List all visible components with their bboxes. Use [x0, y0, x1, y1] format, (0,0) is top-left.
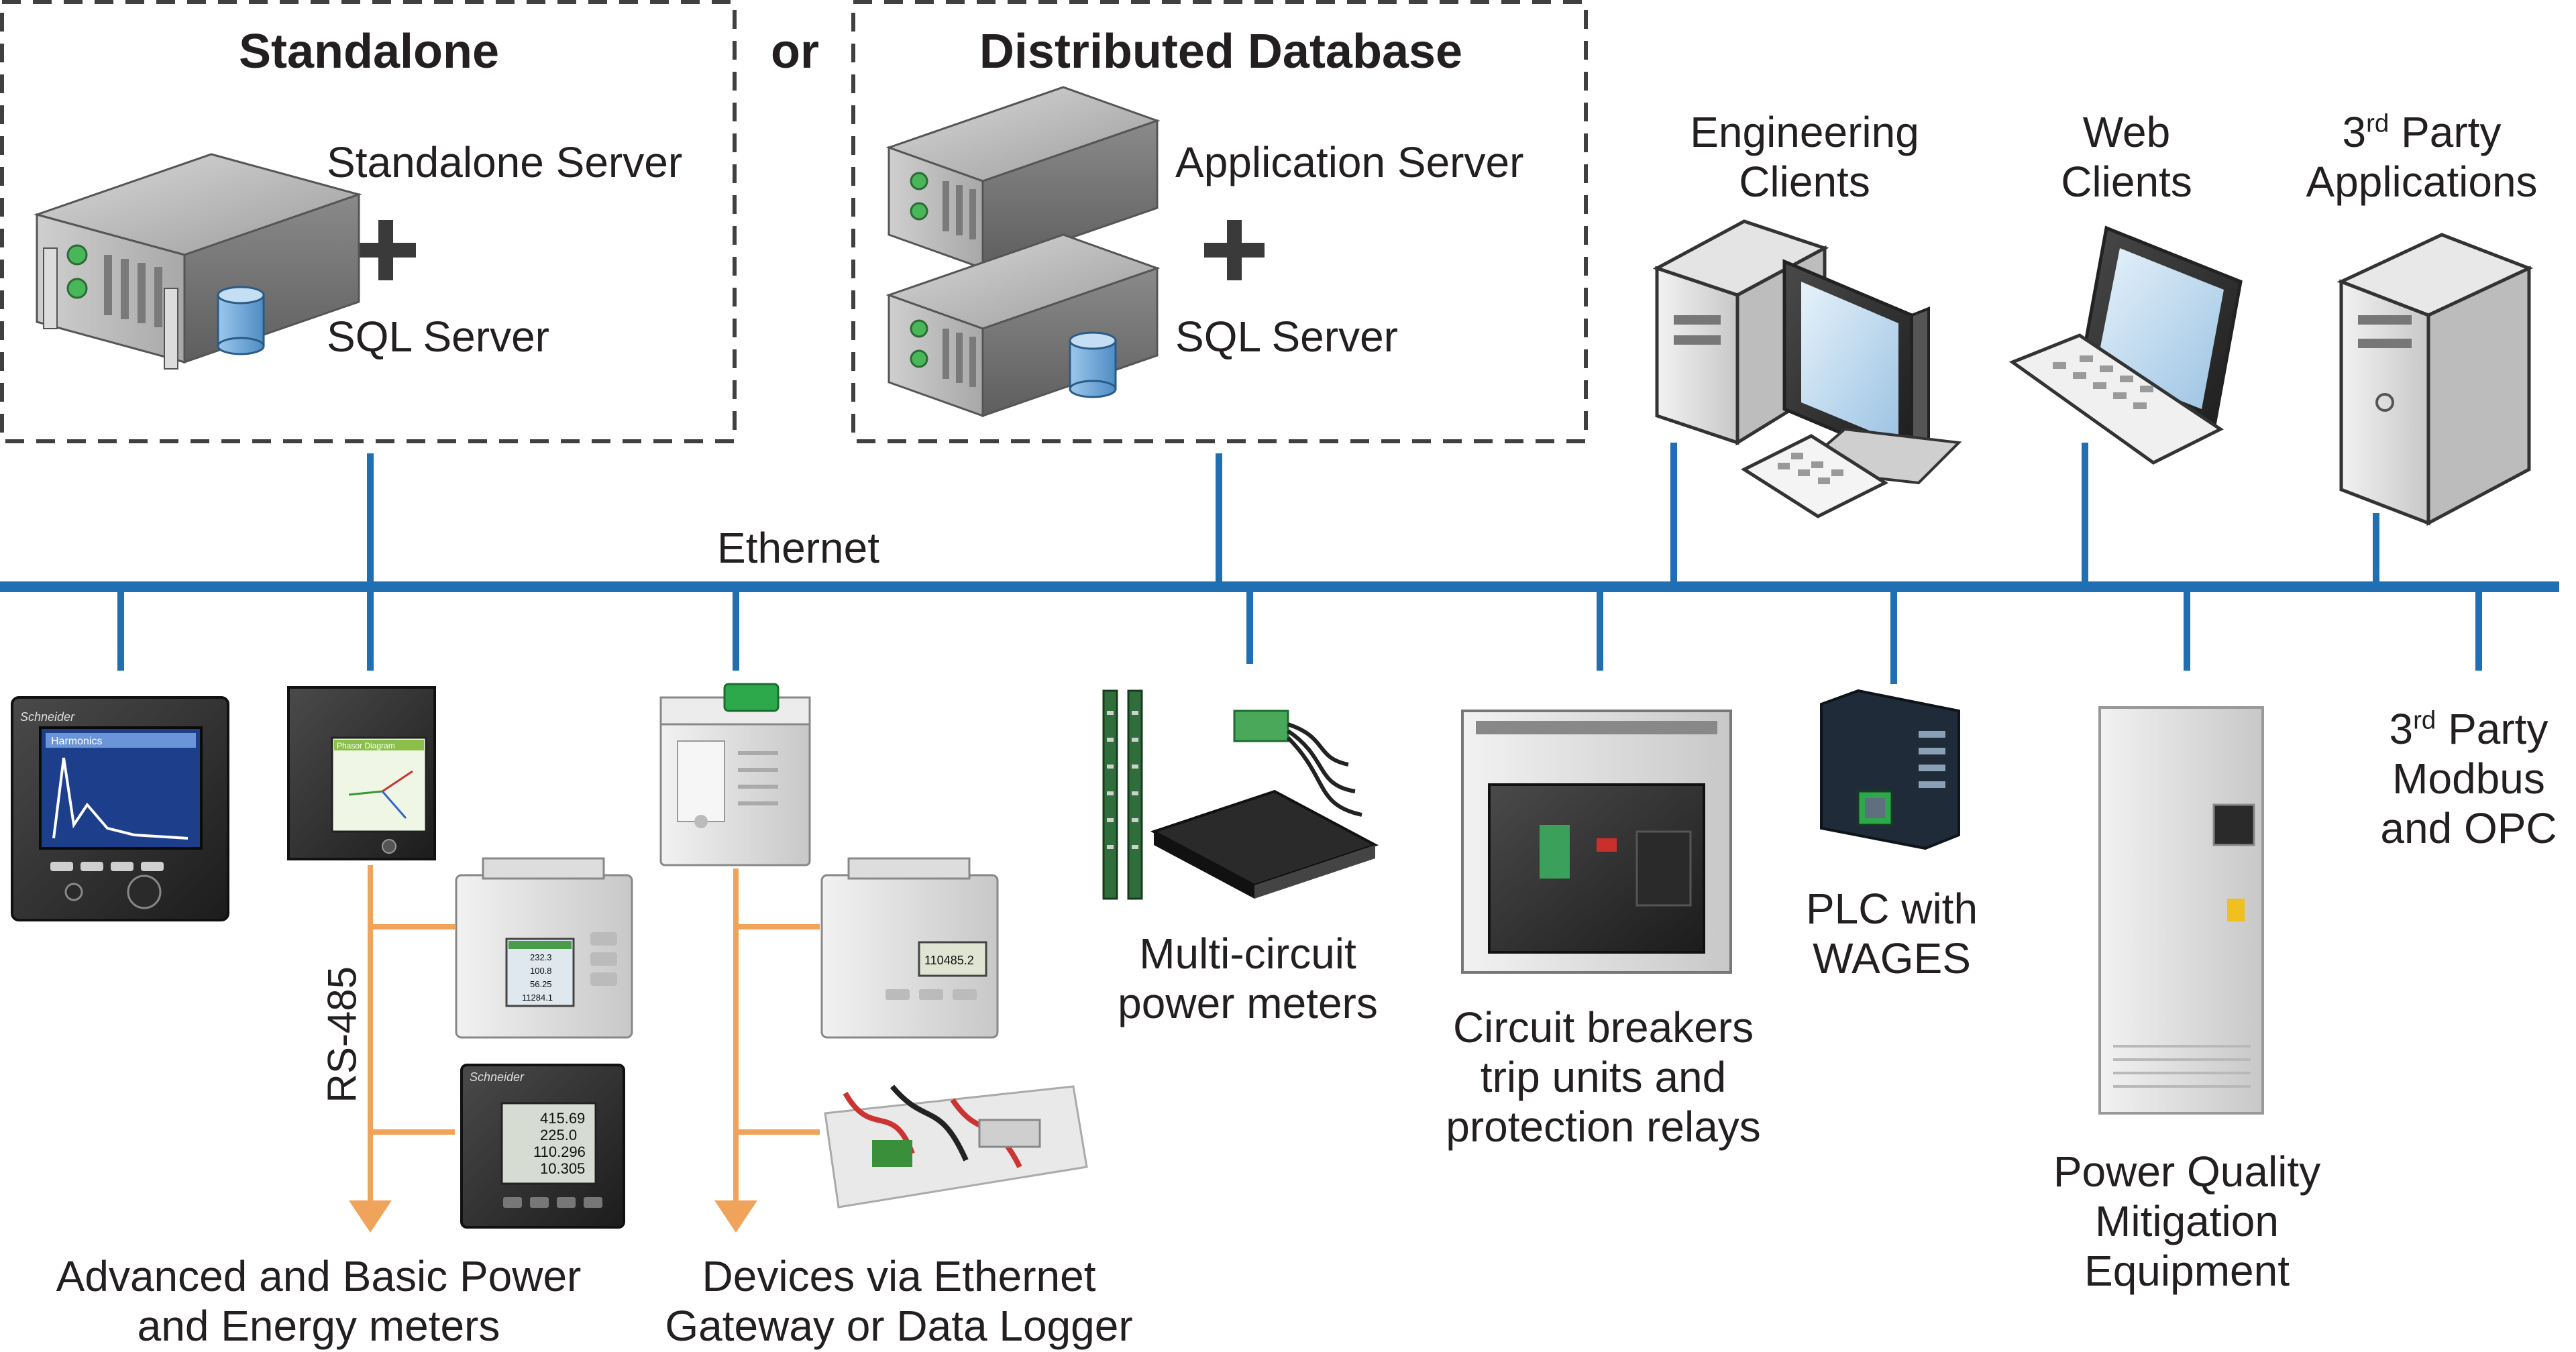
ethernet-drops-lower: [117, 587, 2482, 684]
meter-screen-title: Harmonics: [51, 736, 102, 747]
brand-label: Schneider: [470, 1070, 525, 1084]
power-quality-cabinet-device: [2098, 706, 2264, 1115]
multi-circuit-meter-device: [1102, 689, 1379, 900]
distributed-title: Distributed Database: [979, 25, 1463, 78]
gateway-arrowhead: [714, 1200, 757, 1233]
plc-device: [1820, 689, 1960, 850]
rs485-bus: [367, 865, 455, 1224]
meter-reading: 232.3: [530, 952, 552, 962]
meter-reading: 225.0: [540, 1127, 577, 1143]
meter-reading: 11284.1: [522, 993, 553, 1003]
server-icon: [885, 233, 1161, 418]
power-meter-device-4: Schneider 415.69 225.0 110.296 10.305: [460, 1064, 625, 1229]
standalone-server-label: Standalone Server: [327, 138, 683, 186]
standalone-sql-label: SQL Server: [327, 313, 549, 361]
database-icon: [217, 286, 265, 355]
gateway-bus: [733, 868, 820, 1221]
or-label: or: [771, 25, 819, 78]
rs485-arrowhead: [349, 1200, 392, 1233]
meter-reading: 10.305: [540, 1160, 585, 1177]
laptop-icon: [2008, 225, 2243, 465]
brand-label: Schneider: [20, 710, 75, 724]
meter-reading: 415.69: [540, 1110, 585, 1127]
rs485-label: RS-485: [319, 966, 365, 1103]
database-icon: [1069, 331, 1117, 398]
ethernet-drops-upper: [367, 443, 2379, 587]
desktop-computer-icon: [1652, 219, 1962, 518]
meter-reading: 110485.2: [924, 954, 974, 967]
data-logger-device: [824, 1084, 1088, 1208]
third-party-applications-label: 3rd Party Applications: [2306, 108, 2538, 206]
gateway-meter-device: 110485.2: [820, 857, 999, 1039]
ethernet-gateway-device: [659, 683, 811, 866]
meter-reading: 110.296: [533, 1143, 586, 1160]
power-meter-device-2: Phasor Diagram: [287, 686, 436, 860]
tower-pc-icon: [2337, 233, 2534, 526]
meter-screen-title: Phasor Diagram: [337, 741, 395, 750]
power-meter-device-1: Harmonics Schneider: [11, 696, 229, 921]
plus-icon: [356, 220, 416, 280]
plus-icon: [1204, 220, 1265, 280]
standalone-title: Standalone: [238, 25, 500, 78]
server-icon: [885, 86, 1161, 270]
ethernet-label: Ethernet: [717, 524, 879, 572]
meter-reading: 56.25: [530, 979, 552, 989]
meter-reading: 100.8: [530, 966, 552, 976]
power-meter-device-3: 232.3 100.8 56.25 11284.1: [455, 857, 633, 1039]
server-icon: [33, 153, 363, 370]
distributed-sql-label: SQL Server: [1175, 313, 1398, 361]
application-server-label: Application Server: [1175, 138, 1524, 186]
circuit-breaker-device: [1461, 710, 1732, 974]
